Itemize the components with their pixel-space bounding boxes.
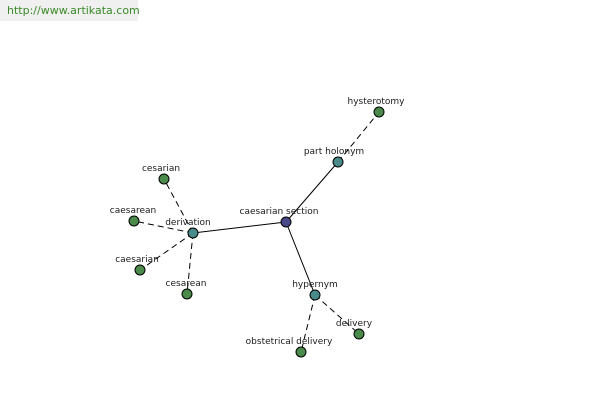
node-label-caesarian-section: caesarian section: [240, 207, 319, 217]
edge-derivation-to-caesarian: [139, 232, 194, 271]
edge-derivation-to-caesarean: [133, 220, 194, 234]
site-url-link[interactable]: http://www.artikata.com: [7, 4, 140, 17]
edge-derivation-to-cesarian: [163, 178, 194, 234]
node-circle-cesarian[interactable]: [158, 173, 170, 185]
edge-caesarian-section-to-derivation: [192, 221, 287, 234]
node-caesarian-section[interactable]: caesarian section: [240, 207, 319, 228]
node-hysterotomy[interactable]: hysterotomy: [348, 97, 406, 118]
node-label-cesarian: cesarian: [142, 164, 180, 174]
node-cesarian[interactable]: cesarian: [142, 164, 180, 185]
node-circle-hysterotomy[interactable]: [373, 106, 385, 118]
node-circle-delivery[interactable]: [353, 328, 365, 340]
node-cesarean[interactable]: cesarean: [166, 279, 207, 300]
node-circle-cesarean[interactable]: [181, 288, 193, 300]
url-banner: http://www.artikata.com: [0, 0, 140, 21]
node-circle-part-holonym[interactable]: [332, 156, 344, 168]
node-derivation[interactable]: derivation: [165, 218, 211, 239]
node-label-derivation: derivation: [165, 218, 211, 228]
node-circle-caesarean[interactable]: [128, 215, 140, 227]
edges-layer: [133, 111, 380, 353]
node-label-obstetrical-delivery: obstetrical delivery: [246, 337, 333, 347]
edge-caesarian-section-to-part-holonym: [285, 161, 339, 223]
node-circle-caesarian[interactable]: [134, 264, 146, 276]
edge-part-holonym-to-hysterotomy: [337, 111, 380, 163]
node-circle-hypernym[interactable]: [309, 289, 321, 301]
node-label-caesarean: caesarean: [110, 206, 156, 216]
edge-caesarian-section-to-hypernym: [285, 221, 316, 296]
node-delivery[interactable]: delivery: [336, 319, 373, 340]
node-label-hysterotomy: hysterotomy: [348, 97, 406, 107]
node-label-part-holonym: part holonym: [304, 147, 364, 157]
nodes-layer: caesarian section part holonym hysterotomy…: [110, 97, 406, 358]
node-circle-obstetrical-delivery[interactable]: [295, 346, 307, 358]
node-caesarian[interactable]: caesarian: [115, 255, 159, 276]
node-label-hypernym: hypernym: [292, 280, 338, 290]
node-label-caesarian: caesarian: [115, 255, 159, 265]
node-hypernym[interactable]: hypernym: [292, 280, 338, 301]
node-circle-derivation[interactable]: [187, 227, 199, 239]
node-label-delivery: delivery: [336, 319, 373, 329]
node-caesarean[interactable]: caesarean: [110, 206, 156, 227]
node-obstetrical-delivery[interactable]: obstetrical delivery: [246, 337, 333, 358]
node-label-cesarean: cesarean: [166, 279, 207, 289]
edge-derivation-to-cesarean: [186, 232, 194, 295]
node-part-holonym[interactable]: part holonym: [304, 147, 364, 168]
node-circle-caesarian-section[interactable]: [280, 216, 292, 228]
